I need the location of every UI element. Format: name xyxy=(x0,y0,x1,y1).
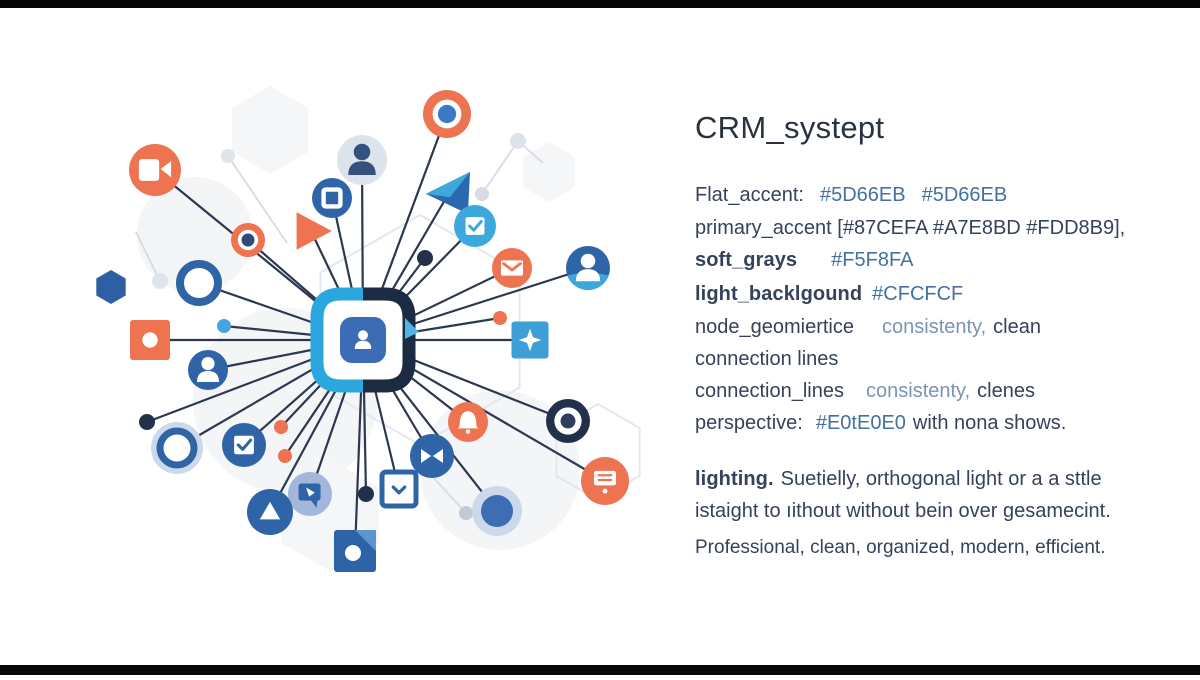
spec-line-part: soft_grays xyxy=(695,249,798,271)
paragraph-line-part: istaight to ıithout without bein over ge… xyxy=(695,500,1111,522)
spec-line: soft_grays #F5F8FA xyxy=(695,249,913,272)
spec-line-part: #F5F8FA xyxy=(831,249,914,271)
paragraph-line: lighting. Suetielly, orthogonal light or … xyxy=(695,468,1102,491)
spec-line-part: connection_lines xyxy=(695,380,844,402)
paragraph-line-part: Professional, clean, organized, modern, … xyxy=(695,537,1106,558)
paragraph-line: Professional, clean, organized, modern, … xyxy=(695,536,1106,559)
spec-line: node_geomiertice consistenty, clean xyxy=(695,316,1041,339)
spec-line-part: #E0tE0E0 xyxy=(815,412,906,434)
paragraph-line-part: Suetielly, orthogonal light or a a sttle xyxy=(780,468,1102,490)
spec-line-part: #CFCFCF xyxy=(872,283,964,305)
spec-line-part: perspective: xyxy=(695,412,803,434)
spec-line: perspective: #E0tE0E0 with nona shows. xyxy=(695,412,1066,435)
paragraph-line: istaight to ıithout without bein over ge… xyxy=(695,500,1111,523)
crm-network-illustration xyxy=(96,86,641,572)
spec-line: Flat_accent: #5D66EB #5D66EB xyxy=(695,184,1007,207)
paragraph-line-part: lighting. xyxy=(695,468,774,490)
spec-line-part: #5D66EB xyxy=(921,184,1008,206)
spec-line-part: with nona shows. xyxy=(912,412,1067,434)
page-title: CRM_systept xyxy=(695,110,885,145)
spec-line-part: consistenty, xyxy=(866,380,971,402)
spec-line: connection lines xyxy=(695,348,838,371)
spec-line-part: Flat_accent: xyxy=(695,184,804,206)
spec-line-part: consistenty, xyxy=(882,316,987,338)
spec-line-part: #5D66EB xyxy=(819,184,906,206)
spec-line-part: primary_accent [#87CEFA #A7E8BD #FDD8B9]… xyxy=(695,217,1126,239)
spec-line-part: clenes xyxy=(977,380,1035,402)
spec-panel: CRM_systept Flat_accent: #5D66EB #5D66EB pr… xyxy=(695,0,1195,675)
spec-line: connection_lines consistenty, clenes xyxy=(695,380,1035,403)
spec-line: light_backlgound #CFCFCF xyxy=(695,283,963,306)
network-diagram-svg xyxy=(96,86,641,572)
spec-line-part: clean xyxy=(993,316,1041,338)
spec-line: primary_accent [#87CEFA #A7E8BD #FDD8B9]… xyxy=(695,217,1125,240)
spec-line-part: node_geomiertice xyxy=(695,316,854,338)
spec-line-part: light_backlgound xyxy=(695,283,863,305)
letterbox-bottom-bar xyxy=(0,665,1200,675)
letterbox-top-bar xyxy=(0,0,1200,8)
spec-line-part: connection lines xyxy=(695,348,839,370)
